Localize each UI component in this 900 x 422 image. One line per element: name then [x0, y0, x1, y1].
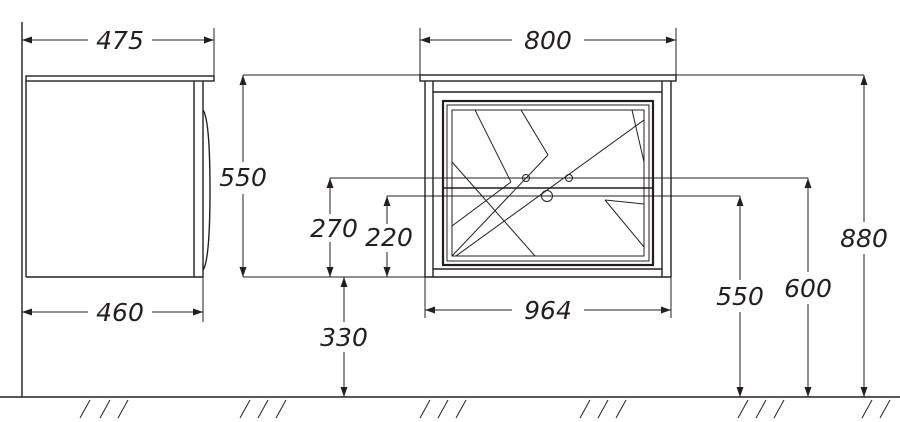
- door-pattern: [451, 109, 645, 257]
- dimension-line-964: [424, 277, 672, 318]
- dimension-label-550-body: 550: [219, 163, 267, 192]
- dimension-line-800: [419, 28, 677, 75]
- front-view-cabinet: [419, 74, 677, 278]
- reference-lines: [243, 74, 864, 278]
- floor-line: [0, 396, 900, 419]
- dimension-label-880: 880: [840, 224, 888, 253]
- side-view-cabinet: [25, 75, 215, 278]
- dimension-label-270: 270: [310, 214, 358, 243]
- door-frame: [441, 99, 655, 267]
- dimension-label-550-floor: 550: [716, 282, 764, 311]
- dimension-label-475: 475: [96, 26, 144, 55]
- dimension-label-964: 964: [524, 296, 572, 325]
- dimension-label-600: 600: [784, 274, 832, 303]
- dimension-label-330: 330: [320, 323, 368, 352]
- dimension-line-475: [21, 22, 215, 76]
- dimension-line-460: [22, 277, 204, 322]
- dimension-label-800: 800: [524, 26, 572, 55]
- dimension-label-460: 460: [96, 298, 144, 327]
- dimension-label-220: 220: [365, 223, 413, 252]
